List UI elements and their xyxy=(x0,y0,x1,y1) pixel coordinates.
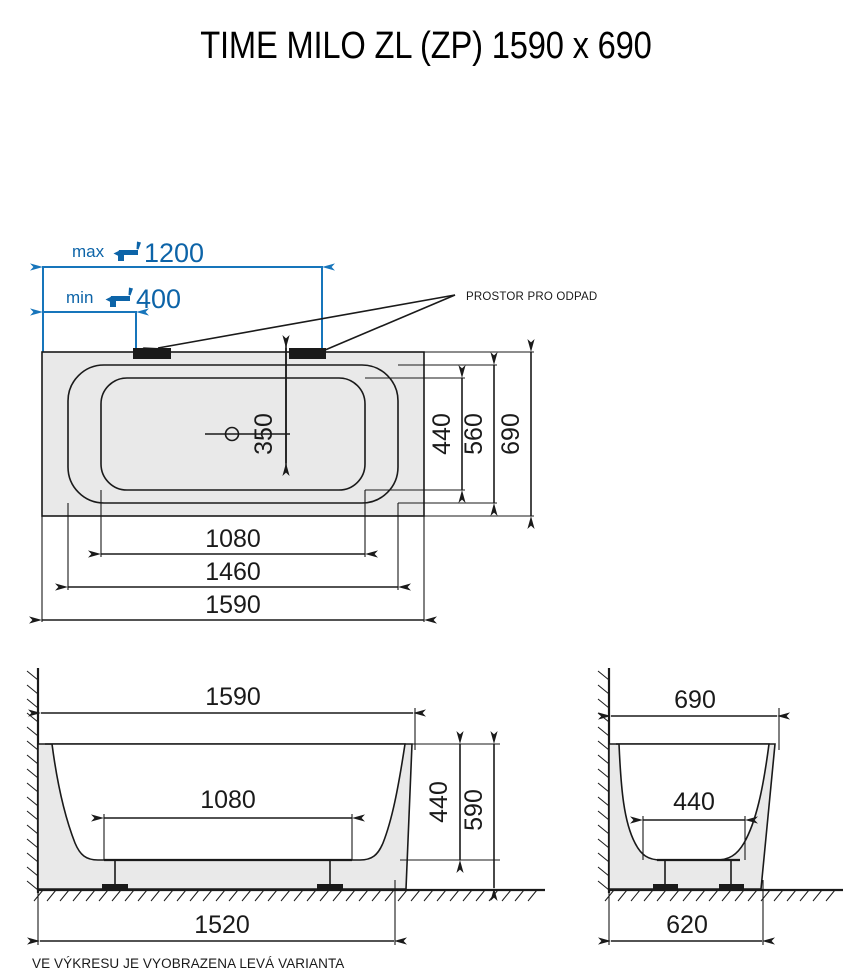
front-view: 1590 1080 440 590 1520 xyxy=(26,668,545,945)
dim-620-value: 620 xyxy=(666,911,708,939)
floor-hatching-side xyxy=(604,889,836,902)
min-label: min xyxy=(66,288,93,307)
drain-space-block-right xyxy=(289,348,326,359)
tub-bowl-outline xyxy=(100,377,366,491)
dimension-350: 350 xyxy=(250,335,290,476)
drain-leader-right xyxy=(302,294,456,362)
dim-590-front-value: 590 xyxy=(460,789,488,831)
dimension-1080-front: 1080 xyxy=(91,786,365,860)
tub-rim-outline xyxy=(67,364,399,504)
dim-350-value: 350 xyxy=(250,413,278,455)
max-label: max xyxy=(72,242,105,261)
bottom-dimension-chain: 1080 1460 1590 xyxy=(29,490,437,624)
drawing-caption: VE VÝKRESU JE VYOBRAZENA LEVÁ VARIANTA xyxy=(32,956,344,971)
faucet-icon xyxy=(113,241,141,261)
dim-690-side-value: 690 xyxy=(674,686,716,714)
drain-callout-label: PROSTOR PRO ODPAD xyxy=(466,291,597,303)
dim-1590-value: 1590 xyxy=(205,591,261,619)
drain-leader-left xyxy=(142,294,456,354)
plumbing-dimension-group: max 1200 min 400 xyxy=(30,238,335,352)
right-dimension-chain-front: 440 590 xyxy=(400,731,500,901)
tub-foot-left-side xyxy=(653,884,678,890)
drain-callout-group: PROSTOR PRO ODPAD xyxy=(142,291,597,362)
top-view: max 1200 min 400 PROSTOR PRO ODPAD xyxy=(29,238,597,624)
dimension-1590-front: 1590 xyxy=(28,683,426,750)
dim-1080-front-value: 1080 xyxy=(200,786,256,814)
dimension-440-side: 440 xyxy=(630,788,758,860)
dimension-620-side: 620 xyxy=(598,880,775,945)
right-dimension-chain: 440 560 690 xyxy=(365,339,535,529)
min-value: 400 xyxy=(136,284,181,314)
wall-hatching-side xyxy=(597,670,610,891)
tub-foot-right-front xyxy=(317,884,343,890)
dim-440-side-value: 440 xyxy=(673,788,715,816)
dim-1460-value: 1460 xyxy=(205,558,261,586)
drain-space-block-left xyxy=(133,348,171,359)
dim-690-value: 690 xyxy=(497,413,525,455)
dim-440-front-value: 440 xyxy=(425,781,453,823)
side-view: 690 440 620 xyxy=(597,668,843,945)
page-title: TIME MILO ZL (ZP) 1590 x 690 xyxy=(200,24,651,67)
dimension-1520-front: 1520 xyxy=(27,880,407,945)
dim-440-value: 440 xyxy=(428,413,456,455)
faucet-icon-min xyxy=(105,287,133,307)
tub-foot-left-front xyxy=(102,884,128,890)
max-value: 1200 xyxy=(144,238,204,268)
tub-foot-right-side xyxy=(719,884,744,890)
dim-560-value: 560 xyxy=(460,413,488,455)
dim-1080-value: 1080 xyxy=(205,525,261,553)
dim-1520-value: 1520 xyxy=(194,911,250,939)
dim-1590-front-value: 1590 xyxy=(205,683,261,711)
dimension-690-side: 690 xyxy=(598,686,790,750)
